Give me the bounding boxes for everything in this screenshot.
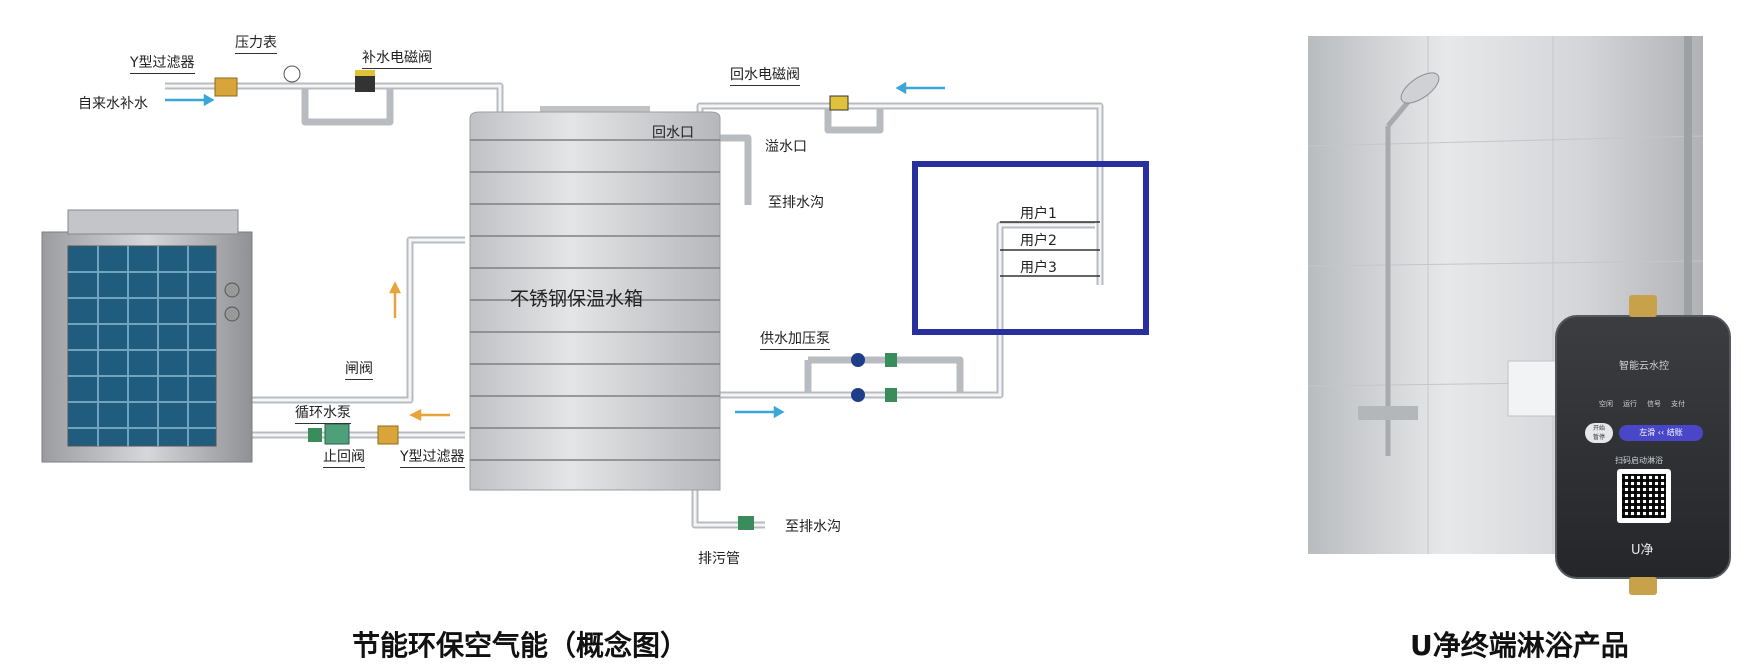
flow-arrows bbox=[165, 81, 945, 419]
device-brand: U净 bbox=[1631, 543, 1654, 558]
label-circ-pump: 循环水泵 bbox=[295, 402, 351, 424]
valves bbox=[214, 65, 897, 530]
status-icons: 空闲 运行 信号 支付 bbox=[1599, 387, 1699, 411]
label-gate-valve: 闸阀 bbox=[345, 358, 373, 380]
label-booster-pump: 供水加压泵 bbox=[760, 328, 830, 350]
heat-pump-unit bbox=[41, 209, 253, 463]
label-overflow-port: 溢水口 bbox=[765, 139, 807, 155]
water-tank bbox=[469, 106, 721, 491]
label-user3: 用户3 bbox=[1020, 260, 1057, 276]
user-lines bbox=[1000, 221, 1100, 277]
status-payment: 支付 bbox=[1671, 400, 1685, 408]
label-return-solenoid: 回水电磁阀 bbox=[730, 64, 800, 86]
label-return-port: 回水口 bbox=[652, 125, 694, 141]
status-running: 运行 bbox=[1623, 400, 1637, 408]
label-y-filter-top: Y型过滤器 bbox=[130, 52, 195, 74]
label-drain-pipe: 排污管 bbox=[698, 551, 740, 567]
label-user1: 用户1 bbox=[1020, 206, 1057, 222]
qr-hint: 扫码启动淋浴 bbox=[1615, 456, 1663, 465]
pause-label: 暂停 bbox=[1592, 434, 1605, 441]
status-signal: 信号 bbox=[1647, 400, 1661, 408]
start-label: 开始 bbox=[1592, 425, 1605, 432]
label-y-filter-bottom: Y型过滤器 bbox=[400, 446, 465, 468]
start-pause-button[interactable]: 开始 暂停 bbox=[1585, 423, 1613, 443]
label-to-drain-1: 至排水沟 bbox=[768, 195, 824, 211]
label-to-drain-2: 至排水沟 bbox=[785, 519, 841, 535]
caption-left: 节能环保空气能（概念图） bbox=[352, 629, 689, 662]
label-pressure-gauge: 压力表 bbox=[235, 32, 277, 54]
device-title: 智能云水控 bbox=[1619, 361, 1669, 372]
orange-arrows bbox=[388, 281, 450, 422]
swipe-bar[interactable]: 左滑 ‹‹ 结账 bbox=[1619, 425, 1703, 441]
label-tank: 不锈钢保温水箱 bbox=[510, 288, 644, 310]
brass-top-fitting bbox=[1629, 295, 1657, 317]
caption-right: U净终端淋浴产品 bbox=[1410, 629, 1629, 662]
water-control-device: 智能云水控 空闲 运行 信号 支付 开始 暂停 左滑 ‹‹ 结账 扫码启动淋浴 … bbox=[1555, 295, 1731, 595]
qr-code[interactable] bbox=[1617, 469, 1671, 523]
status-idle: 空闲 bbox=[1599, 400, 1613, 408]
system-diagram bbox=[41, 65, 1149, 530]
label-user2: 用户2 bbox=[1020, 233, 1057, 249]
brass-bottom-fitting bbox=[1629, 577, 1657, 595]
label-makeup-solenoid: 补水电磁阀 bbox=[362, 47, 432, 69]
users-highlight-box bbox=[912, 161, 1149, 335]
label-tap-water: 自来水补水 bbox=[78, 96, 148, 112]
label-check-valve: 止回阀 bbox=[323, 446, 365, 468]
